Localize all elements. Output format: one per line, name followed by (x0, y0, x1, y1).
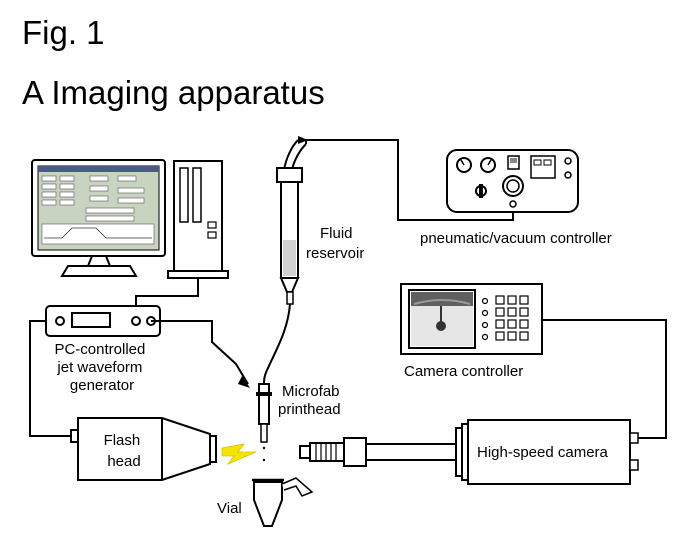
generator-display (71, 312, 111, 328)
camera-controller-label: Camera controller (404, 363, 523, 380)
flash-head-label: Flash head (104, 432, 145, 470)
cable-generator-flash (29, 320, 75, 437)
flash-head (70, 417, 217, 481)
generator-port-icon (131, 316, 141, 326)
generator-label: PC-controlled jet waveform generator (54, 341, 149, 394)
lightning-bolt-icon (221, 443, 257, 465)
fluid-reservoir-label: Fluid reservoir (306, 225, 364, 262)
fluid-reservoir (276, 139, 307, 305)
pneumatic-controller-box (446, 149, 579, 213)
generator-knob-icon (55, 316, 65, 326)
microcentrifuge-tube-icon (252, 477, 314, 527)
computer-icon (31, 159, 229, 279)
figure-label: Fig. 1 (22, 14, 105, 51)
printhead-label: Microfab printhead (278, 383, 344, 418)
high-speed-camera-label: High-speed camera (477, 444, 609, 461)
pneumatic-controller-label: pneumatic/vacuum controller (420, 230, 612, 247)
waveform-generator-box (45, 305, 161, 337)
high-speed-camera (299, 419, 639, 485)
fluid-tubing (263, 303, 291, 385)
camera-controller-box (400, 283, 543, 355)
cable-controller-camera (542, 319, 667, 439)
vial-label: Vial (217, 500, 242, 517)
screen-titlebar (38, 166, 159, 172)
panel-title: A Imaging apparatus (22, 74, 325, 111)
cable-generator-printhead (151, 320, 249, 385)
controller-display (530, 155, 556, 179)
microfab-printhead (256, 383, 272, 462)
